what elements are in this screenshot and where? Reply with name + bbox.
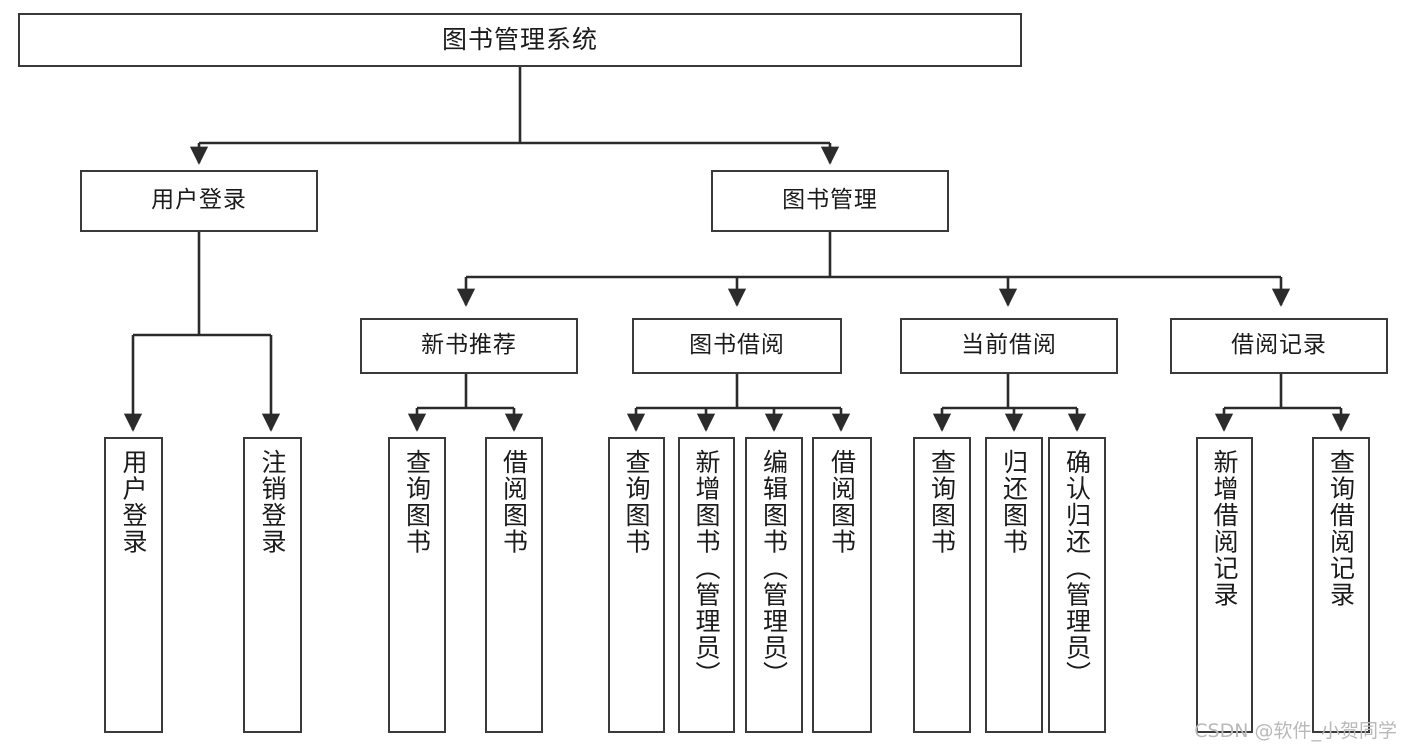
node-label: 新书推荐 xyxy=(421,332,517,359)
leaf-book-borrow-edit[interactable]: 编辑图书（管理员） xyxy=(745,437,803,733)
csdn-watermark: CSDN @软件_小贺同学 xyxy=(1194,720,1397,742)
leaf-book-borrow-add[interactable]: 新增图书（管理员） xyxy=(678,437,735,733)
node-label: 图书管理系统 xyxy=(441,25,598,55)
leaf-current-borrow-return[interactable]: 归还图书 xyxy=(985,437,1043,733)
node-label: 编辑图书（管理员） xyxy=(759,449,789,688)
node-user-login[interactable]: 用户登录 xyxy=(80,170,318,232)
leaf-book-borrow-borrow[interactable]: 借阅图书 xyxy=(812,437,872,733)
node-current-borrow[interactable]: 当前借阅 xyxy=(900,318,1118,374)
node-label: 新增图书（管理员） xyxy=(692,449,721,688)
node-book-management[interactable]: 图书管理 xyxy=(711,170,949,232)
leaf-borrow-record-query[interactable]: 查询借阅记录 xyxy=(1312,437,1370,733)
leaf-user-login-logout[interactable]: 注销登录 xyxy=(243,437,302,733)
leaf-current-borrow-query[interactable]: 查询图书 xyxy=(913,437,971,733)
node-label: 查询图书 xyxy=(402,449,432,555)
node-label: 图书管理 xyxy=(782,187,878,214)
node-borrow-record[interactable]: 借阅记录 xyxy=(1170,318,1388,374)
node-label: 用户登录 xyxy=(151,187,247,214)
node-label: 借阅图书 xyxy=(499,449,529,555)
leaf-new-book-borrow[interactable]: 借阅图书 xyxy=(485,437,543,733)
node-label: 注销登录 xyxy=(258,449,287,555)
node-label: 查询图书 xyxy=(622,449,651,555)
node-label: 当前借阅 xyxy=(961,332,1057,359)
node-new-book-recommend[interactable]: 新书推荐 xyxy=(360,318,578,374)
node-label: 归还图书 xyxy=(999,449,1029,555)
node-label: 图书借阅 xyxy=(689,332,785,359)
node-label: 查询借阅记录 xyxy=(1326,449,1356,608)
leaf-user-login-login[interactable]: 用户登录 xyxy=(104,437,163,733)
leaf-borrow-record-add[interactable]: 新增借阅记录 xyxy=(1196,437,1253,733)
node-book-borrow[interactable]: 图书借阅 xyxy=(632,318,842,374)
node-label: 借阅记录 xyxy=(1231,332,1327,359)
node-label: 新增借阅记录 xyxy=(1210,449,1239,608)
node-label: 确认归还（管理员） xyxy=(1062,449,1092,688)
node-label: 用户登录 xyxy=(119,449,148,555)
leaf-book-borrow-query[interactable]: 查询图书 xyxy=(608,437,665,733)
node-label: 借阅图书 xyxy=(827,449,857,555)
leaf-new-book-query[interactable]: 查询图书 xyxy=(388,437,446,733)
node-root-system[interactable]: 图书管理系统 xyxy=(18,13,1022,67)
leaf-current-borrow-confirm-return[interactable]: 确认归还（管理员） xyxy=(1048,437,1106,733)
node-label: 查询图书 xyxy=(927,449,957,555)
